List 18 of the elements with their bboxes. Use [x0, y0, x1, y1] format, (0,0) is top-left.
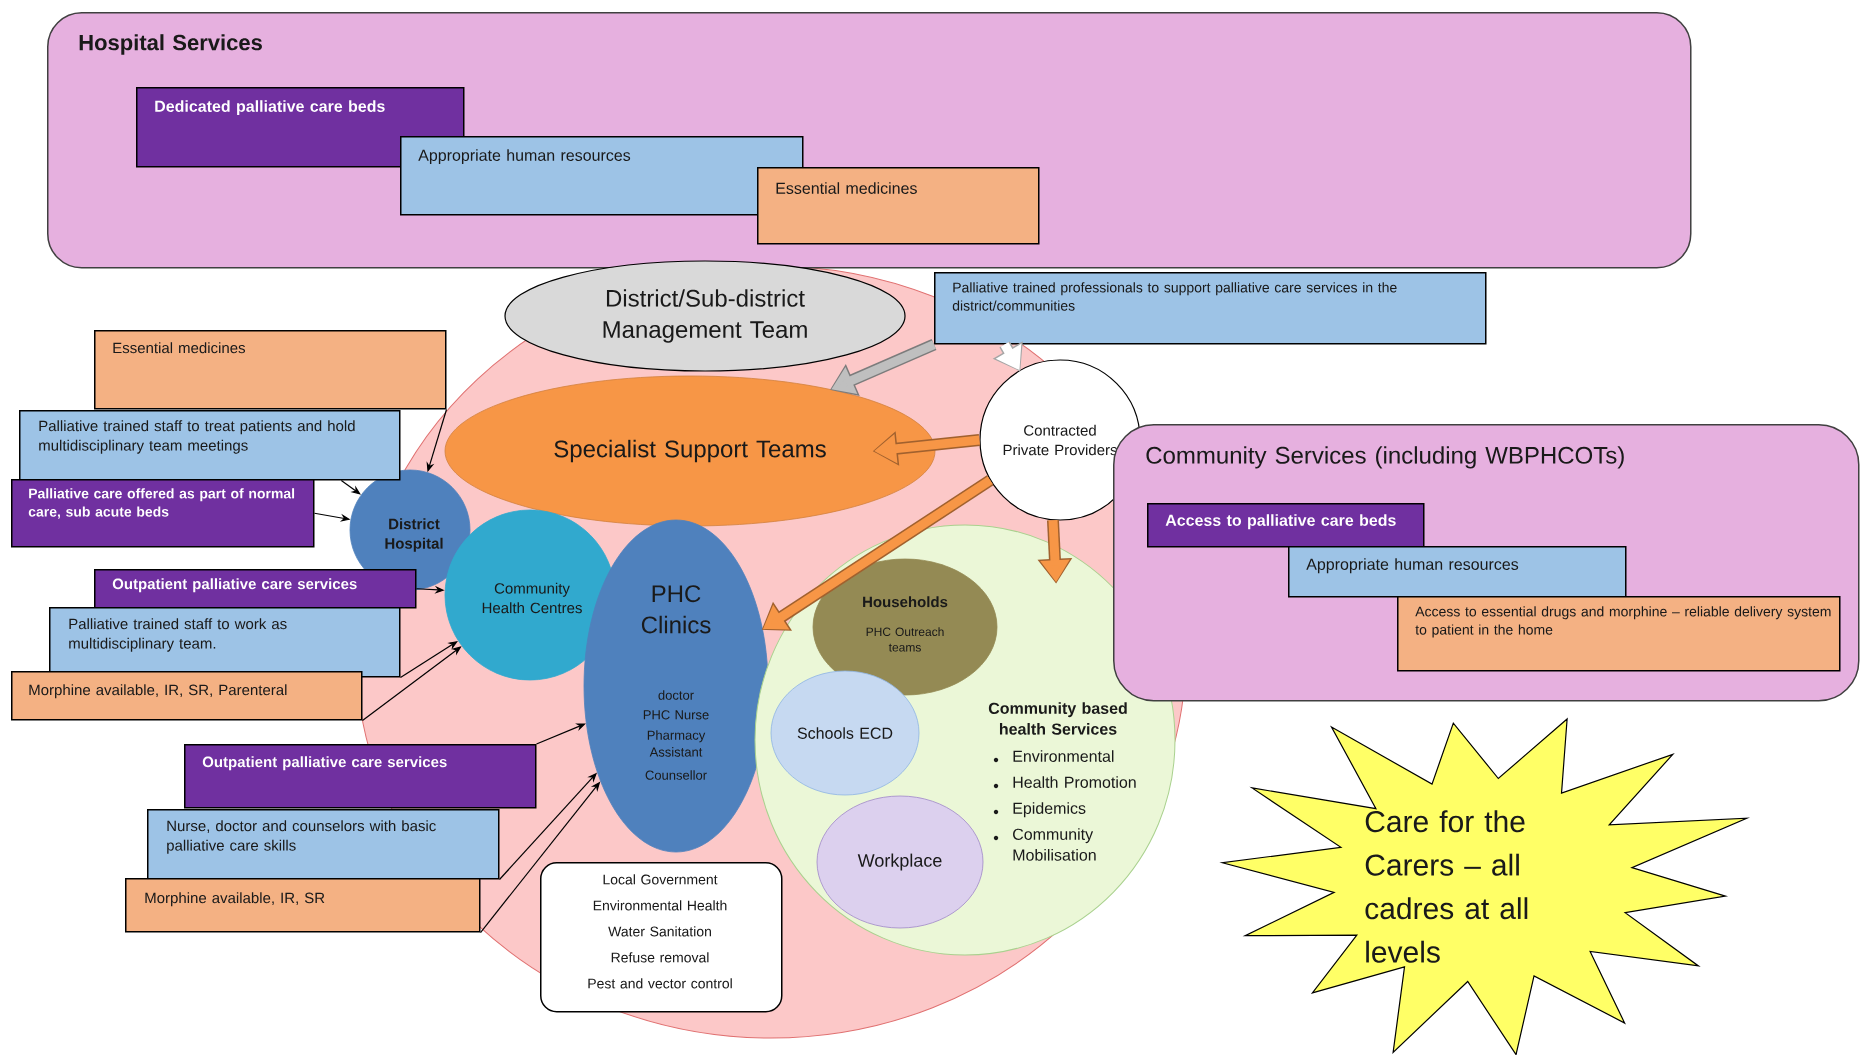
starburst: Care for the Carers – all cadres at all levels: [1219, 717, 1750, 1055]
service-box: Nurse, doctor and counselors with basic palliative care skills: [147, 809, 500, 880]
service-box: Access to essential drugs and morphine – reliable delivery system to patient in the home: [1397, 596, 1841, 672]
service-box: Access to palliative care beds: [1147, 503, 1425, 548]
service-box: Morphine available, IR, SR, Parenteral: [11, 671, 363, 721]
info-box: Local Government Environmental Health Water Sanitation Refuse removal Pest and vector control: [540, 862, 783, 1013]
service-box: Palliative care offered as part of normal care, sub acute beds: [11, 479, 315, 548]
service-box: Morphine available, IR, SR: [125, 878, 481, 933]
service-box: Outpatient palliative care services: [184, 744, 537, 809]
service-box: Appropriate human resources: [1288, 546, 1627, 598]
arrow: [340, 479, 361, 495]
service-box: Outpatient palliative care services: [94, 569, 417, 609]
service-box: Palliative trained staff to work as multidisciplinary team.: [49, 607, 401, 678]
service-box: Essential medicines: [757, 167, 1040, 245]
service-box: Palliative trained staff to treat patients and hold multidisciplinary team meetings: [19, 410, 401, 481]
info-box: Palliative trained professionals to support palliative care services in the district/communities: [934, 272, 1487, 345]
service-box: Essential medicines: [94, 330, 447, 410]
arrow: [535, 723, 586, 745]
